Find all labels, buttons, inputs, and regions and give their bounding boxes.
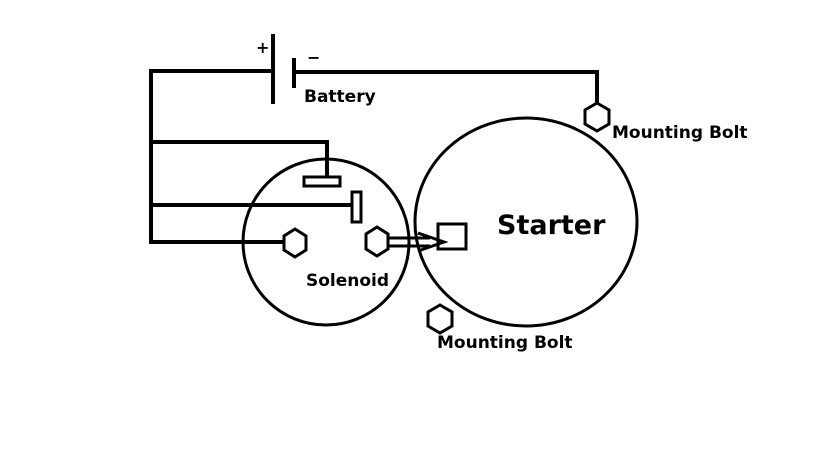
- connector-arrow-icon: [388, 231, 449, 253]
- solenoid-side-terminal: [350, 190, 363, 224]
- solenoid-upper-terminal: [302, 175, 342, 188]
- starter-label: Starter: [497, 210, 606, 241]
- battery-symbol-icon: [271, 34, 296, 104]
- starter-body: [413, 116, 639, 328]
- solenoid-label: Solenoid: [306, 271, 389, 291]
- solenoid-body: [241, 157, 411, 327]
- battery-plus-label: +: [256, 38, 269, 57]
- mounting-bolt-top-label: Mounting Bolt: [612, 123, 748, 143]
- mounting-bolt-bottom-label: Mounting Bolt: [437, 333, 573, 353]
- battery-label: Battery: [304, 87, 376, 107]
- solenoid-left-bolt-icon: [282, 227, 308, 259]
- starter-terminal: [436, 222, 468, 251]
- negative-wire: [292, 70, 599, 106]
- battery-minus-label: −: [307, 48, 320, 67]
- mounting-bolt-top-icon: [583, 101, 611, 133]
- mounting-bolt-bottom-icon: [426, 303, 454, 335]
- positive-wire: [149, 69, 275, 244]
- solenoid-right-bolt-icon: [364, 225, 390, 258]
- branch-wire-upper-terminal: [149, 140, 329, 178]
